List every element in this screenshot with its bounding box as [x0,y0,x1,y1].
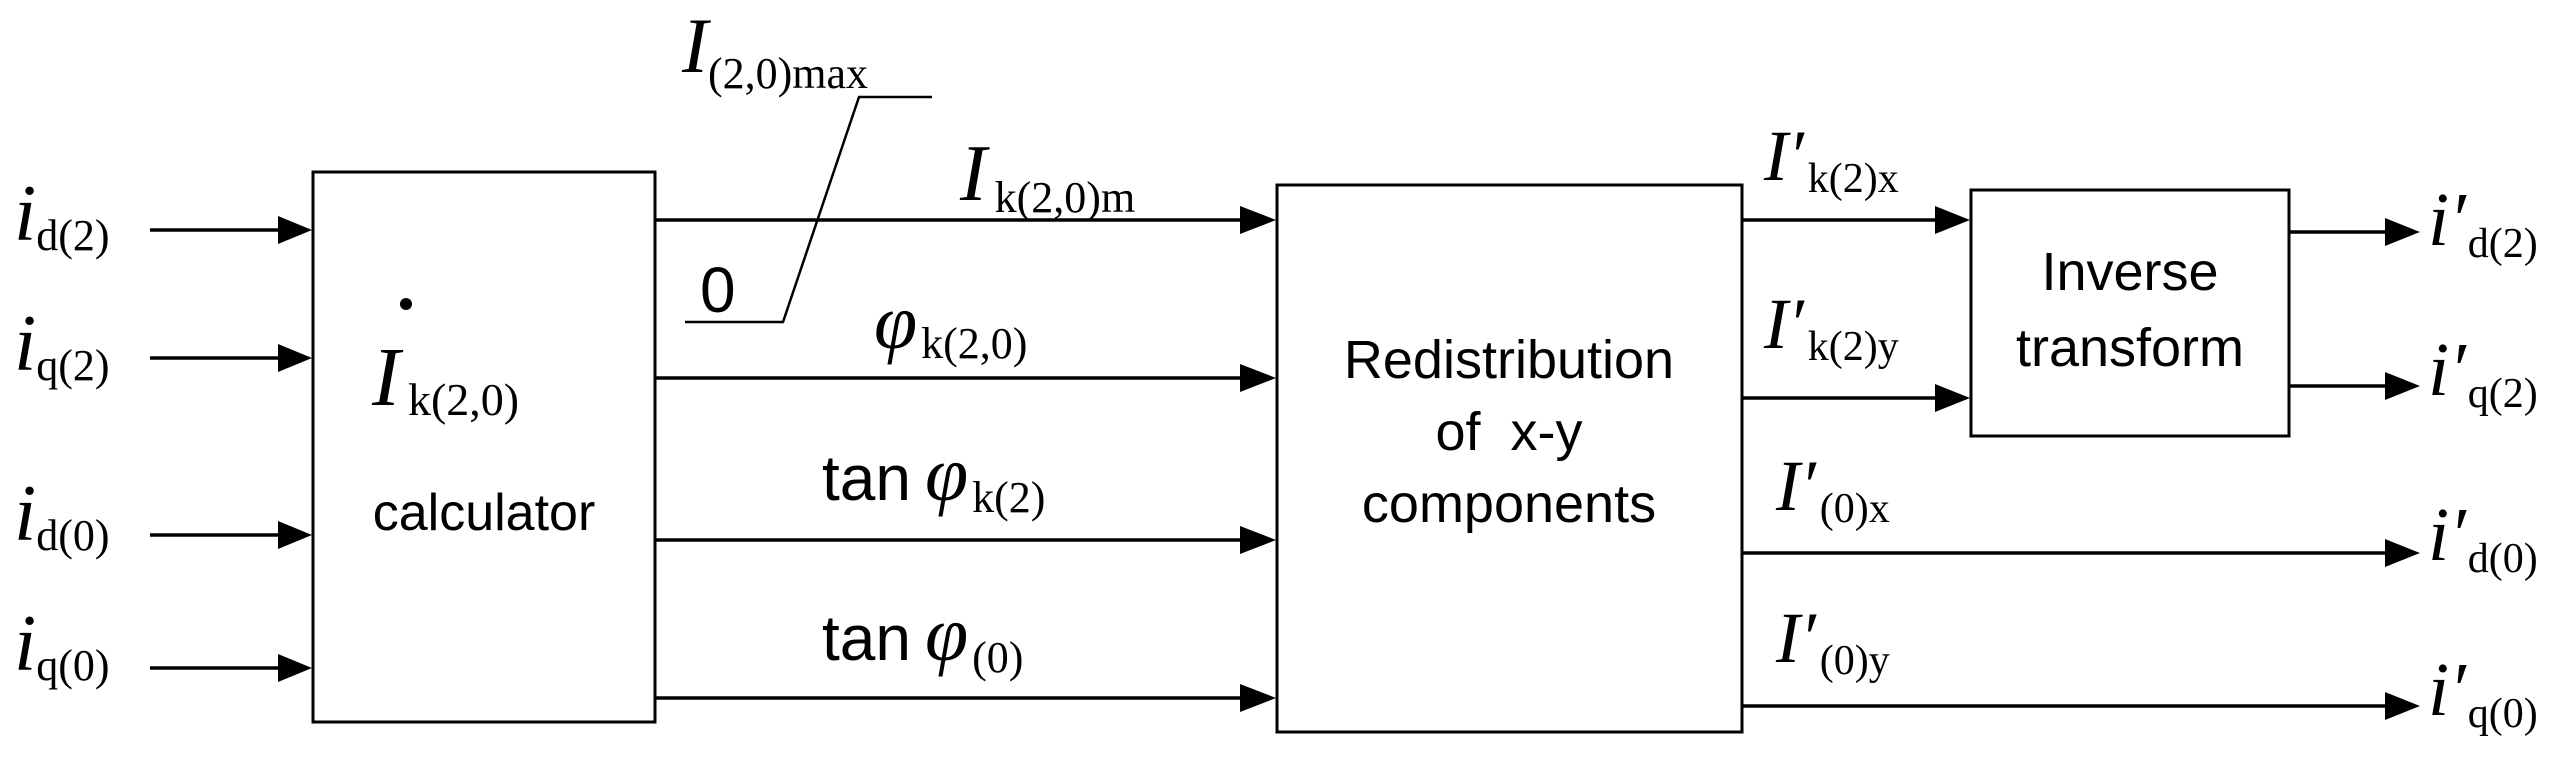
redistribution-line-3: components [1362,474,1656,534]
calculator-label: calculator [373,484,596,542]
limiter-zero: 0 [700,254,736,326]
redistribution-block [1275,183,1744,734]
limiter-max-label: I(2,0)max [681,2,868,98]
output-label-q2: i′q(2) [2428,328,2538,417]
input-arrow-id2 [150,216,312,244]
redist-output-label-0y: I′(0)y [1775,598,1890,684]
inverse-line-2: transform [2016,318,2244,378]
output-label-q0: i′q(0) [2428,648,2538,737]
limiter-symbol [685,95,932,324]
redist-output-label-kx: I′k(2)x [1763,116,1899,202]
redist-output-label-ky: I′k(2)y [1763,284,1899,370]
input-arrow-id0 [150,521,312,549]
input-arrow-iq2 [150,344,312,372]
signal-label-angle: φk(2,0) [874,278,1027,368]
phasor-dot [400,298,412,310]
output-arrow-q0 [1742,692,2420,720]
output-arrow-d0 [1742,539,2420,567]
input-label-id0: id(0) [14,470,110,560]
arrow-angle [655,364,1276,392]
redistribution-line-1: Redistribution [1344,330,1674,390]
arrow-k2y [1742,384,1970,412]
redistribution-line-2: of x-y [1435,402,1582,462]
arrow-tan-k2 [655,526,1276,554]
output-arrow-q2 [2289,372,2420,400]
arrow-k2x [1742,206,1970,234]
input-label-iq0: iq(0) [14,600,110,690]
output-label-d0: i′d(0) [2428,493,2538,582]
inverse-transform-block [1969,188,2291,438]
arrow-tan-0 [655,684,1276,712]
inverse-line-1: Inverse [2041,242,2218,302]
redist-output-label-0x: I′(0)x [1775,446,1890,532]
input-arrow-iq0 [150,654,312,682]
output-arrow-d2 [2289,218,2420,246]
arrow-magnitude [655,206,1276,234]
input-label-iq2: iq(2) [14,300,110,390]
input-label-id2: id(2) [14,170,110,260]
calculator-block [311,170,657,724]
output-label-d2: i′d(2) [2428,178,2538,267]
